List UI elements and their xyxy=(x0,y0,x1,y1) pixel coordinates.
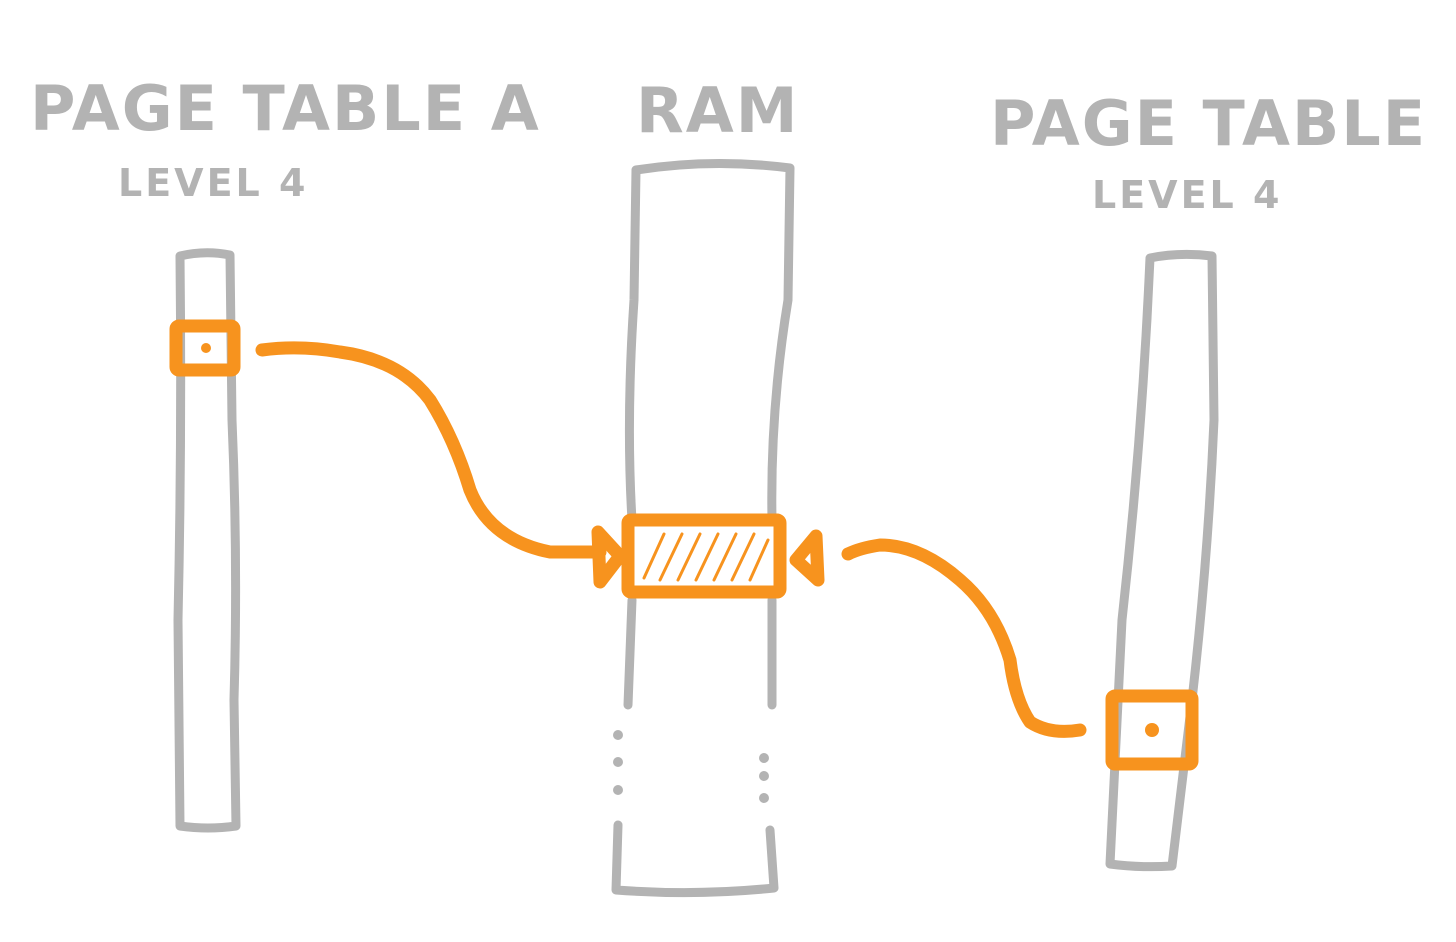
page-table-a-entry xyxy=(169,319,241,377)
page-table-b-title: PAGE TABLE B xyxy=(990,87,1456,160)
ram-column-top xyxy=(631,158,795,525)
page-table-b-column xyxy=(1105,249,1219,872)
page-table-a-entry-dot xyxy=(201,343,211,353)
pointer-arrowhead-b xyxy=(789,529,825,587)
page-table-a-level: LEVEL 4 xyxy=(118,161,308,205)
shared-ram-frame-hatching xyxy=(642,532,770,582)
page-table-a-column xyxy=(173,248,241,833)
ram-ellipsis-dot xyxy=(759,753,769,763)
ram-column-left-upper xyxy=(624,165,641,525)
ram-ellipsis-dot xyxy=(613,785,623,795)
page-table-b-entry xyxy=(1105,689,1199,771)
ram-ellipsis-dot xyxy=(759,771,769,781)
page-table-a-title: PAGE TABLE A xyxy=(30,72,541,145)
pointer-arrow-a xyxy=(255,341,607,559)
ram-ellipsis-dot xyxy=(613,730,623,740)
page-table-b-entry-dot xyxy=(1145,723,1159,737)
page-table-b-level: LEVEL 4 xyxy=(1092,173,1282,217)
pointer-arrowhead-a xyxy=(591,525,627,589)
ram-column-bottom xyxy=(611,820,779,898)
ram-title: RAM xyxy=(636,74,799,147)
ram-column-left-lower xyxy=(623,595,637,710)
pointer-arrow-b xyxy=(841,538,1087,738)
ram-ellipsis-dot xyxy=(759,793,769,803)
shared-ram-frame xyxy=(621,513,787,599)
ram-ellipsis-dot xyxy=(613,757,623,767)
